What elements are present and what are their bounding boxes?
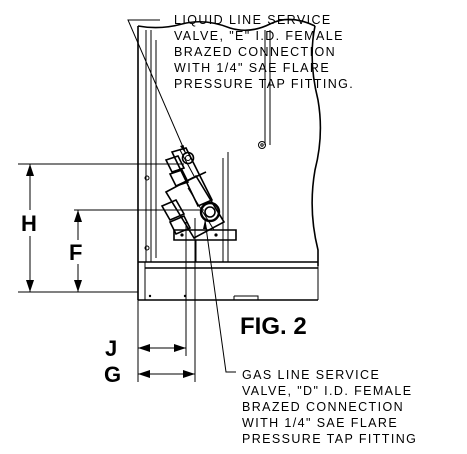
gas-note-line-2: VALVE, "D" I.D. FEMALE <box>242 384 413 398</box>
dimension-jg <box>137 218 196 382</box>
liquid-note-line-3: BRAZED CONNECTION <box>174 45 336 59</box>
dimension-g-label: G <box>104 362 121 387</box>
dimension-h <box>18 163 184 293</box>
gas-note-line-4: WITH 1/4" SAE FLARE <box>242 416 398 430</box>
figure-label: FIG. 2 <box>240 313 307 340</box>
gas-valve <box>160 171 226 240</box>
dimension-h-label: H <box>21 211 37 236</box>
leader-lines <box>127 19 236 373</box>
gas-line-note: GAS LINE SERVICE VALVE, "D" I.D. FEMALE … <box>242 368 417 446</box>
valve-bracket <box>173 229 237 262</box>
liquid-note-line-4: WITH 1/4" SAE FLARE <box>174 61 330 75</box>
dimension-j-label: J <box>105 336 117 361</box>
liquid-note-line-5: PRESSURE TAP FITTING. <box>174 77 354 91</box>
liquid-line-note: LIQUID LINE SERVICE VALVE, "E" I.D. FEMA… <box>174 13 354 91</box>
liquid-note-line-2: VALVE, "E" I.D. FEMALE <box>174 29 344 43</box>
valve-assembly <box>160 147 237 262</box>
gas-note-line-1: GAS LINE SERVICE <box>242 368 380 382</box>
liquid-valve <box>164 147 214 208</box>
gas-note-line-3: BRAZED CONNECTION <box>242 400 404 414</box>
dimension-f-label: F <box>69 240 82 265</box>
liquid-note-line-1: LIQUID LINE SERVICE <box>174 13 332 27</box>
gas-note-line-5: PRESSURE TAP FITTING <box>242 432 417 446</box>
dimension-f <box>74 209 204 292</box>
